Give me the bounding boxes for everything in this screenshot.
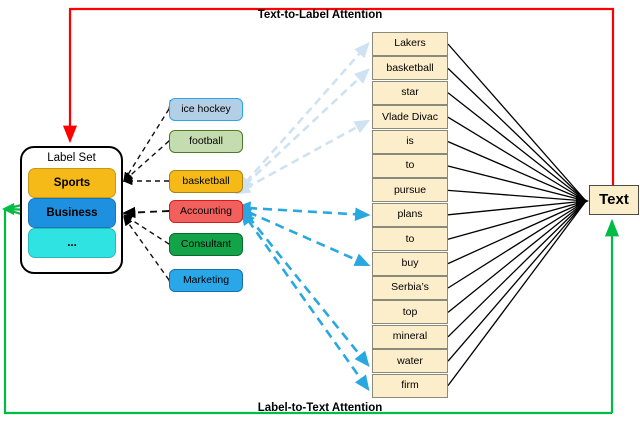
token-box[interactable]: plans bbox=[372, 202, 448, 227]
category-to-label-dashed bbox=[122, 99, 181, 290]
token-text-link bbox=[447, 200, 587, 362]
token-box[interactable]: firm bbox=[372, 373, 448, 398]
token-box[interactable]: Lakers bbox=[372, 32, 448, 56]
token-text-link bbox=[447, 165, 587, 202]
token-box[interactable]: basketball bbox=[372, 56, 448, 81]
token-box[interactable]: Vlade Divac bbox=[372, 105, 448, 130]
text-node[interactable]: Text bbox=[589, 185, 639, 215]
token-box[interactable]: to bbox=[372, 154, 448, 178]
label-chip-ice-hockey[interactable]: ice hockey bbox=[169, 98, 243, 121]
fan-arrowhead bbox=[576, 195, 589, 207]
category-business[interactable]: Business bbox=[28, 198, 116, 228]
label-chip-accounting[interactable]: Accounting bbox=[169, 200, 243, 223]
token-text-link bbox=[447, 200, 587, 289]
token-box[interactable]: buy bbox=[372, 251, 448, 276]
token-text-link bbox=[447, 116, 587, 202]
token-text-link bbox=[447, 141, 587, 202]
token-box[interactable]: water bbox=[372, 349, 448, 374]
token-to-text-fan bbox=[447, 43, 589, 386]
label-chip-basketball[interactable]: basketball bbox=[169, 170, 243, 193]
token-box[interactable]: to bbox=[372, 227, 448, 252]
token-text-link bbox=[447, 200, 587, 338]
token-text-link bbox=[447, 200, 587, 216]
text-to-label-arrow bbox=[62, 7, 615, 185]
category-sports[interactable]: Sports bbox=[28, 168, 116, 198]
token-text-link bbox=[447, 200, 587, 386]
weak-attention-dashed bbox=[234, 42, 371, 195]
token-box[interactable]: is bbox=[372, 129, 448, 154]
label-chip-marketing[interactable]: Marketing bbox=[169, 269, 243, 292]
label-set-title: Label Set bbox=[47, 151, 96, 164]
label-chip-consultant[interactable]: Consultant bbox=[169, 233, 243, 256]
strong-attention-dashed bbox=[235, 201, 371, 392]
token-text-link bbox=[447, 43, 587, 202]
token-box[interactable]: mineral bbox=[372, 324, 448, 349]
token-box[interactable]: pursue bbox=[372, 178, 448, 203]
label-chip-football[interactable]: football bbox=[169, 130, 243, 153]
token-text-link bbox=[447, 200, 587, 313]
caption-label-to-text: Label-to-Text Attention bbox=[257, 402, 383, 414]
caption-text-to-label: Text-to-Label Attention bbox=[257, 9, 383, 21]
token-text-link bbox=[447, 189, 587, 202]
token-box[interactable]: Serbia’s bbox=[372, 276, 448, 300]
token-text-link bbox=[447, 92, 587, 202]
category-more[interactable]: ... bbox=[28, 228, 116, 258]
token-text-link bbox=[447, 67, 587, 202]
token-box[interactable]: top bbox=[372, 300, 448, 325]
token-box[interactable]: star bbox=[372, 80, 448, 105]
token-text-link bbox=[447, 200, 587, 265]
token-text-link bbox=[447, 200, 587, 240]
